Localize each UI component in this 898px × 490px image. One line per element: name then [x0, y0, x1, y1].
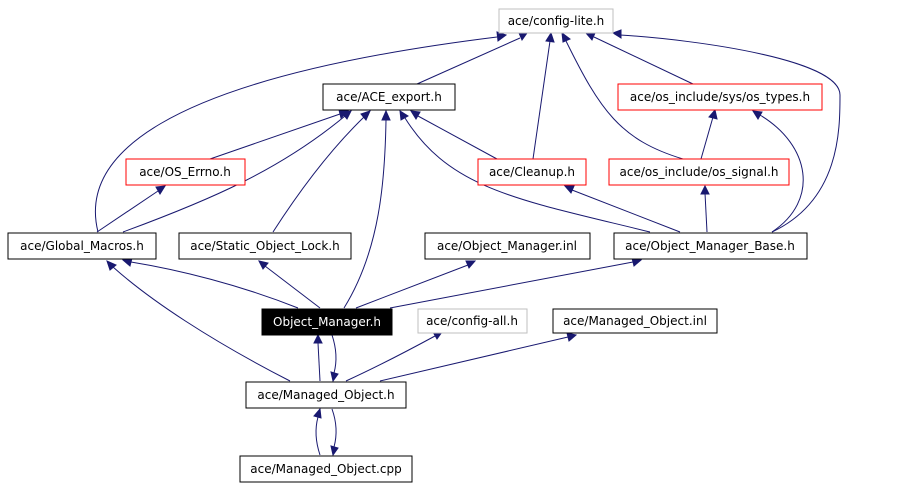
- node-label: ace/ACE_export.h: [336, 90, 442, 104]
- edge-object-manager-to-global-macros: [130, 261, 299, 309]
- edge-arrow: [410, 110, 421, 120]
- edge-om-base-to-os-signal: [704, 192, 708, 233]
- edge-mo-cpp-to-managed-object: [315, 416, 321, 456]
- edge-global-macros-to-os-errno: [96, 190, 159, 233]
- edge-arrow: [752, 110, 763, 120]
- edge-cleanup-to-ace-export: [417, 115, 498, 160]
- node-object-manager-inl[interactable]: ace/Object_Manager.inl: [424, 232, 591, 260]
- node-label: ace/Managed_Object.h: [257, 388, 394, 402]
- edge-os-signal-to-config-lite: [565, 40, 684, 160]
- edge-object-manager-to-om-inl: [355, 264, 469, 309]
- edge-object-manager-to-om-base: [389, 261, 634, 309]
- node-cleanup[interactable]: ace/Cleanup.h: [477, 158, 587, 186]
- nodes: ace/config-lite.h ace/ACE_export.h ace/o…: [7, 8, 823, 483]
- node-managed-object-cpp[interactable]: ace/Managed_Object.cpp: [239, 455, 413, 483]
- edge-arrow: [399, 110, 409, 121]
- edge-arrow: [611, 29, 622, 39]
- node-object-manager-base[interactable]: ace/Object_Manager_Base.h: [613, 232, 808, 260]
- edge-arrow: [561, 31, 571, 43]
- edge-ace-export-to-config-lite: [416, 37, 521, 85]
- node-label: ace/Managed_Object.inl: [563, 314, 707, 328]
- edge-arrow: [341, 110, 352, 120]
- edge-arrow: [518, 32, 528, 42]
- node-os-signal[interactable]: ace/os_include/os_signal.h: [608, 158, 790, 186]
- edge-om-base-to-cleanup: [571, 189, 681, 233]
- node-label: ace/config-lite.h: [508, 14, 605, 28]
- edge-cleanup-to-config-lite: [532, 40, 551, 160]
- edge-arrow: [465, 260, 477, 269]
- node-label: ace/Managed_Object.cpp: [250, 462, 401, 476]
- node-label: ace/config-all.h: [426, 314, 518, 328]
- edge-arrow: [258, 260, 269, 270]
- edge-os-errno-to-ace-export: [209, 113, 341, 160]
- node-config-all[interactable]: ace/config-all.h: [417, 308, 528, 334]
- edge-object-manager-to-managed-object: [331, 334, 337, 374]
- edge-os-types-to-config-lite: [593, 36, 694, 85]
- edge-managed-object-to-mo-inl: [379, 336, 569, 382]
- node-managed-object-h[interactable]: ace/Managed_Object.h: [245, 381, 407, 409]
- edge-managed-object-to-global-macros: [112, 266, 291, 382]
- node-label: ace/OS_Errno.h: [139, 165, 231, 179]
- node-label: ace/Object_Manager_Base.h: [625, 239, 795, 253]
- node-object-manager[interactable]: Object_Manager.h: [261, 308, 393, 336]
- node-ace-export[interactable]: ace/ACE_export.h: [322, 83, 456, 111]
- edge-arrow: [155, 185, 166, 195]
- edge-om-base-to-ace-export: [404, 117, 651, 233]
- edge-arrow: [566, 332, 578, 342]
- edge-object-manager-to-static-lock: [264, 265, 321, 309]
- edge-os-signal-to-os-types: [700, 116, 714, 160]
- edge-managed-object-to-mo-cpp: [331, 408, 337, 448]
- edge-om-base-to-config-lite: [619, 34, 841, 233]
- edge-arrow: [584, 32, 596, 41]
- edge-arrow: [330, 371, 339, 383]
- node-label: ace/os_include/sys/os_types.h: [630, 90, 810, 104]
- node-managed-object-inl[interactable]: ace/Managed_Object.inl: [552, 308, 718, 334]
- node-label: ace/Static_Object_Lock.h: [190, 239, 340, 253]
- node-os-types[interactable]: ace/os_include/sys/os_types.h: [617, 83, 823, 111]
- edge-managed-object-to-object-manager: [317, 342, 321, 382]
- edge-arrow: [106, 260, 117, 271]
- node-global-macros[interactable]: ace/Global_Macros.h: [7, 232, 157, 260]
- edge-managed-object-to-config-all: [345, 335, 436, 382]
- edge-arrow: [313, 407, 322, 419]
- edge-arrow: [545, 31, 555, 43]
- node-label: ace/os_include/os_signal.h: [620, 165, 779, 179]
- node-os-errno[interactable]: ace/OS_Errno.h: [125, 158, 246, 186]
- edge-arrow: [708, 108, 718, 120]
- node-label: Object_Manager.h: [273, 315, 381, 329]
- node-label: ace/Cleanup.h: [489, 165, 575, 179]
- node-label: ace/Object_Manager.inl: [437, 239, 577, 253]
- node-config-lite[interactable]: ace/config-lite.h: [498, 8, 614, 34]
- node-label: ace/Global_Macros.h: [20, 239, 144, 253]
- edge-arrow: [381, 109, 391, 121]
- edge-static-lock-to-ace-export: [272, 116, 365, 233]
- edge-global-macros-to-config-lite: [94, 36, 498, 233]
- edge-arrow: [360, 110, 371, 121]
- edge-arrow: [313, 333, 323, 344]
- edge-object-manager-to-ace-export: [343, 119, 387, 309]
- edge-arrow: [563, 185, 575, 194]
- edge-om-base-to-os-types: [759, 114, 804, 233]
- edge-arrow: [330, 445, 339, 457]
- node-static-object-lock[interactable]: ace/Static_Object_Lock.h: [178, 232, 352, 260]
- edge-arrow: [700, 184, 710, 195]
